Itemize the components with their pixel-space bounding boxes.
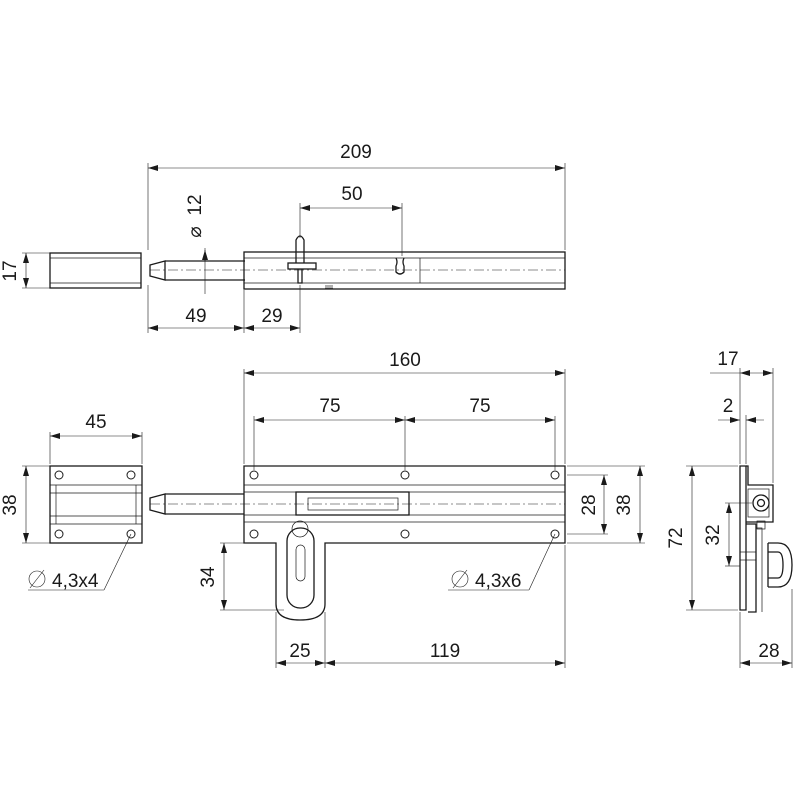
dim-label-25: 25 <box>289 641 310 662</box>
dim-bolt-extension: 49 29 <box>147 285 301 333</box>
diameter-symbol-icon: ⌀ <box>185 226 206 237</box>
dim-label-side-28: 28 <box>758 641 779 662</box>
top-body <box>150 235 566 290</box>
dim-label-72: 72 <box>666 527 687 548</box>
dim-label-209: 209 <box>340 142 372 163</box>
top-view: 209 50 ⌀ 12 17 49 <box>0 142 566 333</box>
keeper-hole-callout: 4,3x4 <box>52 571 99 592</box>
dim-label-34: 34 <box>198 566 219 588</box>
dim-label-keeper-38: 38 <box>0 494 21 515</box>
dim-label-plate-38: 38 <box>614 494 635 515</box>
dim-overall-length: 209 <box>147 142 566 250</box>
dim-label-75-left: 75 <box>319 396 340 417</box>
dim-label-12: 12 <box>185 194 206 215</box>
main-front-view: 160 75 75 28 38 34 25 119 <box>149 350 645 668</box>
dim-label-17: 17 <box>0 260 21 281</box>
dim-label-32: 32 <box>703 524 724 545</box>
dim-label-29: 29 <box>261 306 282 327</box>
dim-label-2: 2 <box>723 396 734 417</box>
side-view: 17 2 72 32 28 <box>666 349 793 668</box>
plate-hole-callout: 4,3x6 <box>475 571 521 592</box>
dim-knob-spacing: 50 <box>299 184 403 256</box>
dim-label-49: 49 <box>185 306 206 327</box>
dim-label-28: 28 <box>579 494 600 515</box>
dim-label-160: 160 <box>389 350 421 371</box>
top-bolt <box>149 260 245 281</box>
dim-bolt-diameter: ⌀ 12 <box>185 194 208 294</box>
dim-label-75-right: 75 <box>469 396 490 417</box>
dim-label-119: 119 <box>430 641 460 662</box>
keeper-front-view: 45 38 4,3x4 <box>0 412 143 592</box>
dim-label-45: 45 <box>85 412 106 433</box>
dim-label-side-17: 17 <box>717 349 738 370</box>
top-keeper <box>49 252 142 289</box>
dim-keeper-height: 17 <box>0 252 50 289</box>
dim-label-50: 50 <box>341 184 362 205</box>
